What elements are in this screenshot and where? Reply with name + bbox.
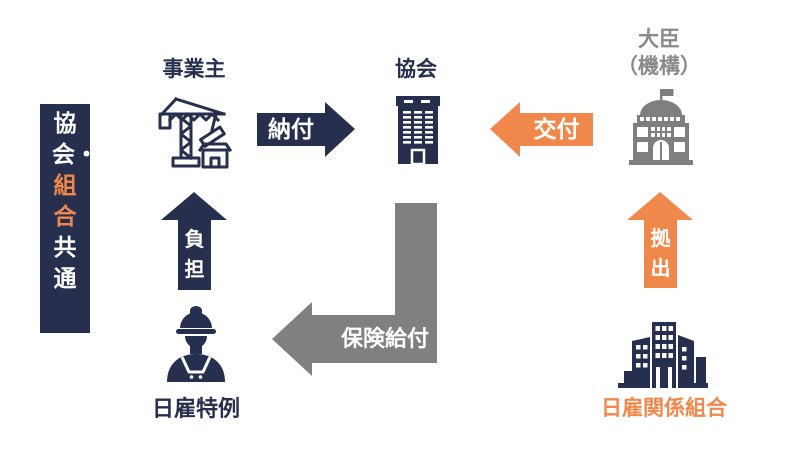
contribution-arrow-label: 拠出 (650, 228, 671, 280)
grant-arrow-body (520, 113, 593, 146)
grant-arrowhead-icon (490, 102, 520, 157)
contribution-arrowhead-icon (627, 192, 693, 220)
common-banner-text: 協会・組合共通 (52, 108, 98, 294)
payment-arrowhead-icon (325, 102, 355, 157)
payment-arrow-label: 納付 (268, 116, 314, 142)
day-laborer-label: 日雇特例 (151, 396, 240, 421)
burden-arrow-body (178, 220, 211, 290)
banner-seg-3: 共通 (53, 234, 77, 291)
burden-arrow-label: 負担 (184, 229, 205, 281)
crane-icon (158, 96, 233, 169)
banner-seg-1: 協会・ (52, 110, 98, 167)
insurance-benefit-arrow (272, 203, 437, 376)
minister-label: 大臣 （機構） (599, 26, 719, 80)
insurance-benefit-label: 保険給付 (340, 326, 429, 351)
payment-arrow: 納付 (257, 102, 355, 157)
worker-icon (167, 306, 225, 382)
contribution-arrow: 拠出 (627, 192, 693, 288)
common-banner: 協会・組合共通 (40, 104, 98, 333)
minister-label-line1: 大臣 (638, 28, 680, 51)
burden-arrowhead-icon (161, 192, 227, 220)
payment-arrow-body (257, 113, 325, 146)
grant-arrow: 交付 (490, 102, 593, 157)
government-building-icon (629, 89, 693, 165)
contribution-arrow-body (644, 220, 677, 288)
city-buildings-icon (618, 322, 708, 388)
burden-arrow: 負担 (161, 192, 227, 290)
banner-seg-2: 組合 (53, 172, 77, 229)
minister-label-line2: （機構） (617, 55, 701, 78)
office-building-icon (396, 96, 440, 164)
employer-label: 事業主 (162, 58, 226, 81)
grant-arrow-label: 交付 (533, 116, 580, 142)
association-label: 協会 (395, 58, 437, 81)
union-label: 日雇関係組合 (601, 397, 727, 420)
